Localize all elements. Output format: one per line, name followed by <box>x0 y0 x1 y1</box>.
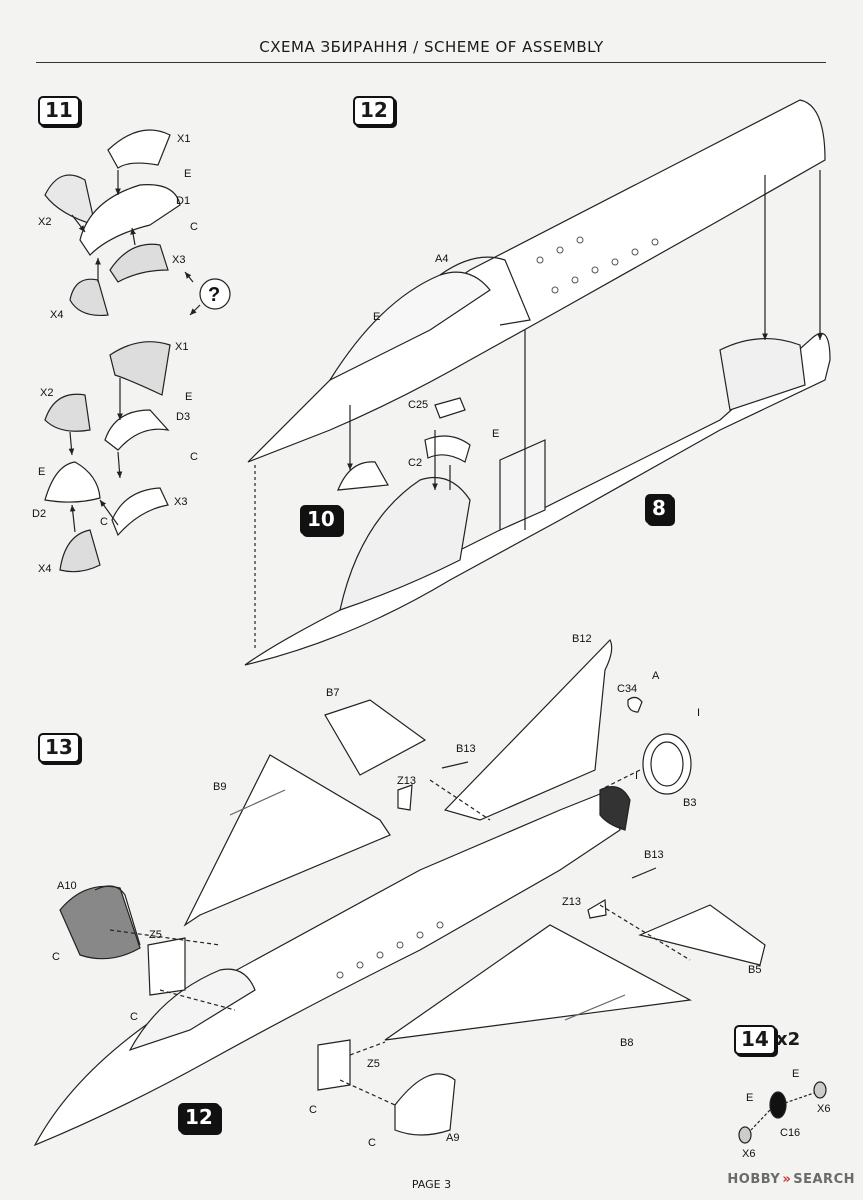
paint-label: E <box>185 391 192 403</box>
paint-label: E <box>184 168 191 180</box>
paint-label: I <box>697 707 700 719</box>
page-number: PAGE 3 <box>411 1178 452 1191</box>
part-label: X3 <box>174 496 187 508</box>
step-11-badge: 11 <box>38 96 80 126</box>
part-label: Z13 <box>562 896 581 908</box>
watermark-separator: » <box>782 1172 792 1187</box>
part-label: X2 <box>40 387 53 399</box>
paint-label: C <box>52 951 60 963</box>
part-label: C2 <box>408 457 422 469</box>
part-label: X1 <box>175 341 188 353</box>
part-label: X4 <box>50 309 63 321</box>
paint-label: A <box>652 670 660 682</box>
paint-label: C <box>190 221 198 233</box>
watermark-right: SEARCH <box>793 1172 855 1187</box>
part-label: B5 <box>748 964 761 976</box>
paint-label: E <box>373 311 380 323</box>
paint-label: E <box>746 1092 753 1104</box>
part-label: X2 <box>38 216 51 228</box>
part-label: A10 <box>57 880 77 892</box>
paint-label: I <box>635 770 638 782</box>
watermark: HOBBY»SEARCH <box>727 1172 855 1187</box>
step-14-wheel-drawing <box>738 1081 827 1144</box>
ref-step-10-badge: 10 <box>300 505 342 535</box>
step-13-labels: B12 A C34 B7 I B13 Z13 I B3 B9 B13 Z13 A… <box>52 633 761 1149</box>
part-label: X1 <box>177 133 190 145</box>
page-title: СХЕМА ЗБИРАННЯ / SCHEME OF ASSEMBLY <box>259 38 604 56</box>
paint-label: C <box>190 451 198 463</box>
paint-label: E <box>38 466 45 478</box>
part-label: B13 <box>644 849 664 861</box>
paint-label: E <box>492 428 499 440</box>
part-label: A4 <box>435 253 448 265</box>
part-label: Z5 <box>367 1058 380 1070</box>
step-12-badge: 12 <box>353 96 395 126</box>
step-12-fuselage-drawing <box>244 99 831 666</box>
part-label: X6 <box>817 1103 830 1115</box>
watermark-left: HOBBY <box>727 1172 781 1187</box>
step-13-airframe-drawing <box>33 638 766 1147</box>
step-11-canopy-drawing <box>44 129 231 573</box>
part-label: X6 <box>742 1148 755 1160</box>
part-label: B7 <box>326 687 339 699</box>
ref-step-8-badge: 8 <box>645 494 673 524</box>
step-14-labels: E E X6 C16 X6 <box>742 1068 830 1160</box>
part-label: X4 <box>38 563 51 575</box>
step-12-labels: A4 E C25 C2 E <box>373 253 499 469</box>
ref-step-12-badge: 12 <box>178 1103 220 1133</box>
paint-label: E <box>792 1068 799 1080</box>
step-11-labels: X1 E D1 C X2 X3 X4 ? X1 X2 E D3 C E D2 C… <box>32 133 220 575</box>
paint-label: C <box>368 1137 376 1149</box>
part-label: B13 <box>456 743 476 755</box>
step-14-quantity: x2 <box>776 1029 801 1050</box>
part-label: B9 <box>213 781 226 793</box>
part-label: B12 <box>572 633 592 645</box>
paint-label: C <box>100 516 108 528</box>
paint-label: C <box>309 1104 317 1116</box>
part-label: C16 <box>780 1127 800 1139</box>
step-13-badge: 13 <box>38 733 80 763</box>
part-label: B3 <box>683 797 696 809</box>
part-label: A9 <box>446 1132 459 1144</box>
question-mark: ? <box>208 284 220 306</box>
part-label: C34 <box>617 683 637 695</box>
part-label: D3 <box>176 411 190 423</box>
part-label: B8 <box>620 1037 633 1049</box>
part-label: Z5 <box>149 929 162 941</box>
part-label: D1 <box>176 195 190 207</box>
part-label: C25 <box>408 399 428 411</box>
step-14-badge: 14 <box>734 1025 776 1055</box>
part-label: X3 <box>172 254 185 266</box>
paint-label: C <box>130 1011 138 1023</box>
part-label: Z13 <box>397 775 416 787</box>
header-rule <box>36 62 826 63</box>
part-label: D2 <box>32 508 46 520</box>
